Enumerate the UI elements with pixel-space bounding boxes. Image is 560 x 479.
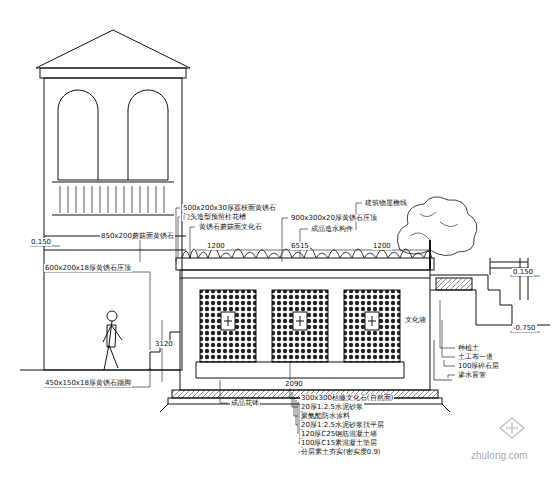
dimension: 1200 [206,242,226,250]
elevation-mark: 0.150 [512,268,534,276]
dimension: 1200 [372,242,392,250]
material-note: 文化墙 [404,316,427,324]
watermark: zhulong.com [470,452,529,460]
material-note: 900x300x20厚黄锈石压顶 [290,214,378,222]
material-note: 850x200蘑菇面黄锈石 [100,232,175,240]
material-note: 300x300枯藤文化石(自然面) [300,394,394,402]
dimension: 6515 [290,242,310,250]
material-note: 20厚1:2.5水泥砂浆找平层 [300,421,385,429]
dimension: 2090 [284,380,304,388]
material-note: 成品花钵 [230,399,260,407]
material-note: 100厚碎石层 [457,362,500,370]
dimension: 3120 [154,340,174,348]
material-note: 450x150x18厚黄锈石踢脚 [44,379,132,387]
material-note: 成品造水构件 [310,225,354,233]
elevation-mark: -0.750 [512,324,537,332]
material-note: 100厚C15素混凝土垫层 [300,439,378,447]
elevation-mark: 0.150 [30,238,52,246]
material-note: 600x200x18厚黄锈石压顶 [44,264,132,272]
material-note: 土工布一道 [457,353,494,361]
material-note: 500x200x30厚荔枝面黄锈石 [182,204,277,212]
material-note: 种植土 [457,344,480,352]
material-note: 20厚1:2.5水泥砂浆 [300,403,364,411]
material-note: 聚氨酯防水涂料 [300,412,351,420]
material-note: 分层素土夯实(密实度0.9) [300,448,382,456]
material-note: 门头造型预留柱花槽 [182,213,247,221]
material-note: 黄锈石蘑菇面文化石 [198,223,263,231]
material-note: 120厚C25钢筋混凝土墙 [300,430,378,438]
material-note: 建筑物屋檐线 [364,199,408,207]
material-note: 渗水盲管 [457,371,487,379]
